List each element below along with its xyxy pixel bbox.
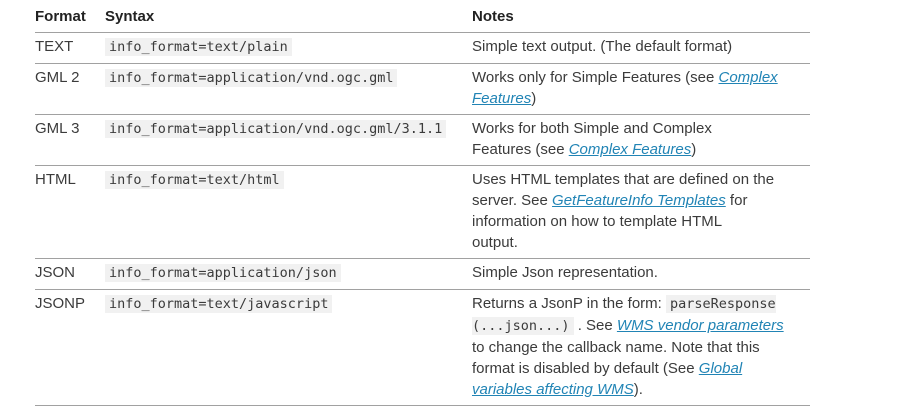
notes-cell: Uses HTML templates that are defined on … [472, 165, 810, 259]
doc-link[interactable]: WMS vendor parameters [616, 317, 784, 334]
doc-link[interactable]: Complex Features [568, 141, 692, 158]
syntax-code: info_format=text/plain [105, 38, 292, 56]
syntax-cell: info_format=text/plain [105, 32, 472, 64]
note-text: Simple text output. (The default format) [472, 38, 733, 55]
note-text: for information on how to template HTML … [472, 192, 748, 251]
format-cell: TEXT [35, 32, 105, 64]
notes-cell: Returns a JsonP in the form: parseRespon… [472, 289, 810, 406]
notes-cell: Simple text output. (The default format) [472, 32, 810, 64]
syntax-cell: info_format=application/json [105, 258, 472, 290]
format-cell: HTML [35, 165, 105, 259]
format-cell: GML 3 [35, 114, 105, 166]
syntax-code: info_format=application/vnd.ogc.gml [105, 69, 398, 87]
syntax-code: info_format=text/javascript [105, 295, 333, 313]
syntax-code: info_format=application/vnd.ogc.gml/3.1.… [105, 120, 447, 138]
note-text: ). [633, 381, 643, 398]
format-cell: JSONP [35, 289, 105, 406]
notes-cell: Works only for Simple Features (see Comp… [472, 63, 810, 115]
syntax-cell: info_format=text/javascript [105, 289, 472, 406]
syntax-cell: info_format=application/vnd.ogc.gml [105, 63, 472, 115]
note-text: Simple Json representation. [472, 264, 658, 281]
column-header-notes: Notes [472, 4, 810, 33]
syntax-code: info_format=application/json [105, 264, 341, 282]
note-text: Works for both Simple and Complex Featur… [472, 120, 712, 158]
doc-link[interactable]: GetFeatureInfo Templates [552, 192, 726, 209]
note-text: Uses HTML templates that are defined on … [472, 171, 775, 209]
note-text: Works only for Simple Features (see [472, 69, 719, 86]
syntax-cell: info_format=application/vnd.ogc.gml/3.1.… [105, 114, 472, 166]
header-row: Format Syntax Notes [35, 4, 810, 33]
format-cell: GML 2 [35, 63, 105, 115]
doc-link[interactable]: Global variables affecting WMS [472, 360, 743, 398]
notes-cell: Works for both Simple and Complex Featur… [472, 114, 810, 166]
column-header-syntax: Syntax [105, 4, 472, 33]
note-text: ) [531, 90, 537, 107]
syntax-cell: info_format=text/html [105, 165, 472, 259]
note-text: Returns a JsonP in the form: [472, 295, 666, 312]
doc-link[interactable]: Complex Features [472, 69, 778, 107]
syntax-code: info_format=text/html [105, 171, 284, 189]
note-text: to change the callback name. Note that t… [472, 339, 760, 377]
format-cell: JSON [35, 258, 105, 290]
notes-cell: Simple Json representation. [472, 258, 810, 290]
column-header-format: Format [35, 4, 105, 33]
note-text: ) [691, 141, 697, 158]
note-text: . See [573, 317, 617, 334]
